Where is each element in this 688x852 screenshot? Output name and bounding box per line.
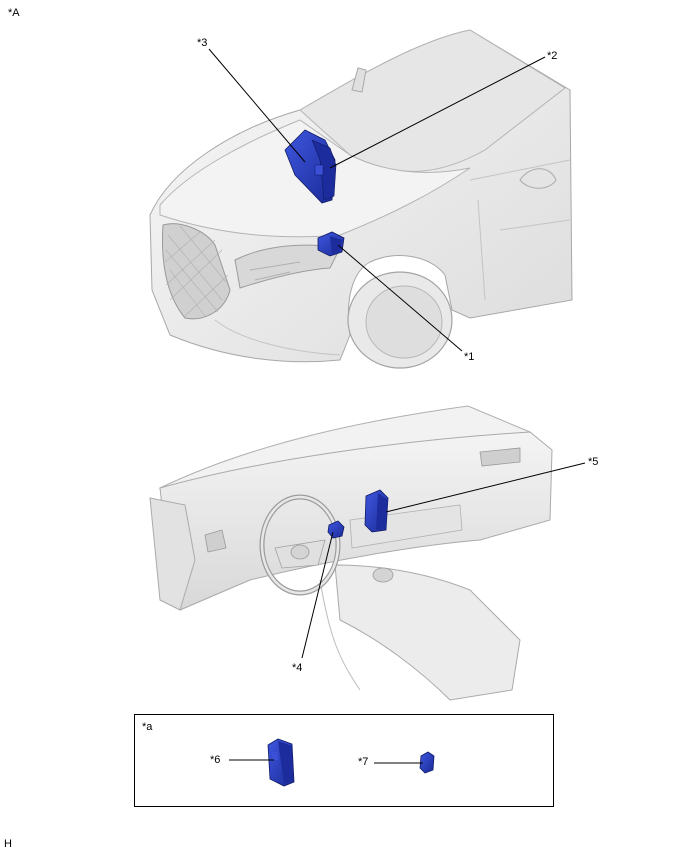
callout-5: *5: [588, 456, 599, 468]
legend-key: *a: [142, 721, 153, 733]
vehicle-mirror: [519, 168, 557, 189]
legend-part-6: [229, 738, 295, 787]
callout-3: *3: [197, 37, 208, 49]
vehicle-interior-illustration: [149, 405, 553, 701]
leader-lines-interior: [301, 462, 586, 659]
callout-6: *6: [210, 754, 221, 766]
engine-room-component: [284, 129, 337, 204]
vehicle-headlight: [234, 244, 341, 289]
corner-code: H: [4, 838, 12, 850]
vehicle-exterior-illustration: [149, 29, 573, 369]
callout-2: *2: [547, 50, 558, 62]
steering-column-component: [327, 520, 345, 539]
instrument-panel-component: [364, 489, 389, 533]
callout-7: *7: [358, 756, 369, 768]
figure-label: *A: [8, 7, 20, 19]
vehicle-grille: [161, 223, 231, 320]
center-console: [334, 564, 521, 701]
callout-4: *4: [292, 662, 303, 674]
leader-lines-exterior: [208, 48, 546, 352]
legend-box: [134, 714, 554, 807]
callout-1: *1: [464, 351, 475, 363]
legend-part-7: [374, 751, 435, 774]
headlight-component: [317, 231, 345, 257]
